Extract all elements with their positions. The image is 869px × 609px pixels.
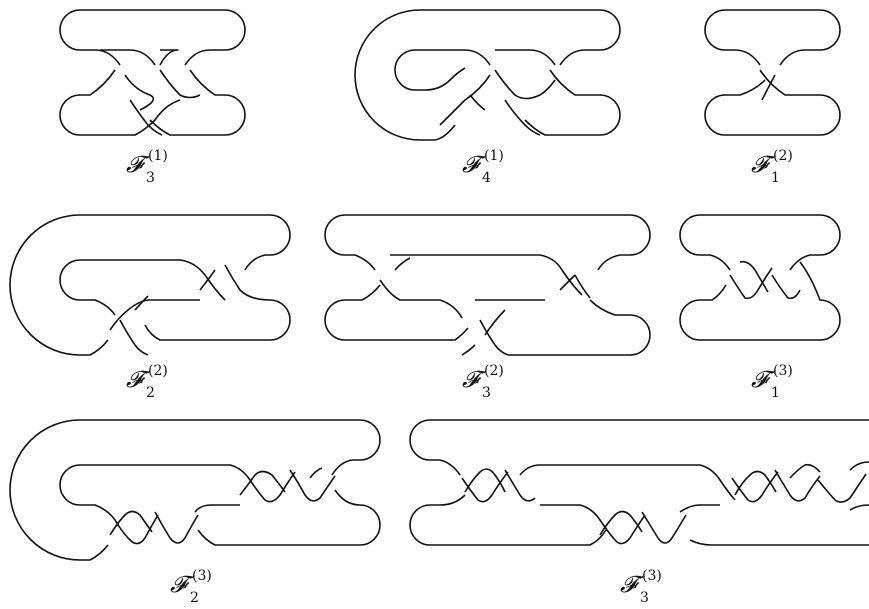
figure-f3-1: 𝓕 (1) 3 <box>59 9 246 186</box>
figure-f2-2: 𝓕 (2) 2 <box>9 214 291 401</box>
knot-diagram-f3-3 <box>409 419 869 546</box>
label-superscript: (3) <box>192 568 212 584</box>
label-superscript: (2) <box>148 363 168 379</box>
figure-f4-1: 𝓕 (1) 4 <box>354 9 621 186</box>
label-superscript: (2) <box>484 363 504 379</box>
label-subscript: 1 <box>771 170 780 186</box>
figure-f1-2: 𝓕 (2) 1 <box>704 9 841 186</box>
label-superscript: (3) <box>642 568 662 584</box>
figure-f2-3: 𝓕 (3) 2 <box>9 419 381 606</box>
knot-diagram-f1-3 <box>679 214 841 341</box>
label-f2-3: 𝓕 (3) 2 <box>170 568 212 606</box>
label-f1-2: 𝓕 (2) 1 <box>751 148 793 186</box>
label-superscript: (3) <box>773 363 793 379</box>
label-f3-3: 𝓕 (3) 3 <box>620 568 662 606</box>
label-f3-1: 𝓕 (1) 3 <box>126 148 168 186</box>
knot-diagram-f4-1 <box>354 9 621 141</box>
knot-diagram-f3-2 <box>324 214 651 356</box>
label-f2-2: 𝓕 (2) 2 <box>126 363 168 401</box>
label-subscript: 3 <box>146 170 155 186</box>
label-subscript: 1 <box>771 385 780 401</box>
knot-diagram-f2-2 <box>9 214 291 356</box>
label-subscript: 4 <box>482 170 491 186</box>
knot-diagram-f3-1 <box>59 9 246 136</box>
label-f1-3: 𝓕 (3) 1 <box>751 363 793 401</box>
label-superscript: (1) <box>484 148 504 164</box>
label-subscript: 2 <box>190 590 199 606</box>
label-subscript: 3 <box>640 590 649 606</box>
label-f4-1: 𝓕 (1) 4 <box>462 148 504 186</box>
knot-diagram-f1-2 <box>704 9 841 136</box>
figure-f1-3: 𝓕 (3) 1 <box>679 214 841 401</box>
knot-diagram-f2-3 <box>9 419 381 561</box>
label-superscript: (1) <box>148 148 168 164</box>
figure-f3-3: 𝓕 (3) 3 <box>409 419 869 606</box>
label-superscript: (2) <box>773 148 793 164</box>
figure-f3-2: 𝓕 (2) 3 <box>324 214 651 401</box>
label-subscript: 3 <box>482 385 491 401</box>
label-f3-2: 𝓕 (2) 3 <box>462 363 504 401</box>
label-subscript: 2 <box>146 385 155 401</box>
